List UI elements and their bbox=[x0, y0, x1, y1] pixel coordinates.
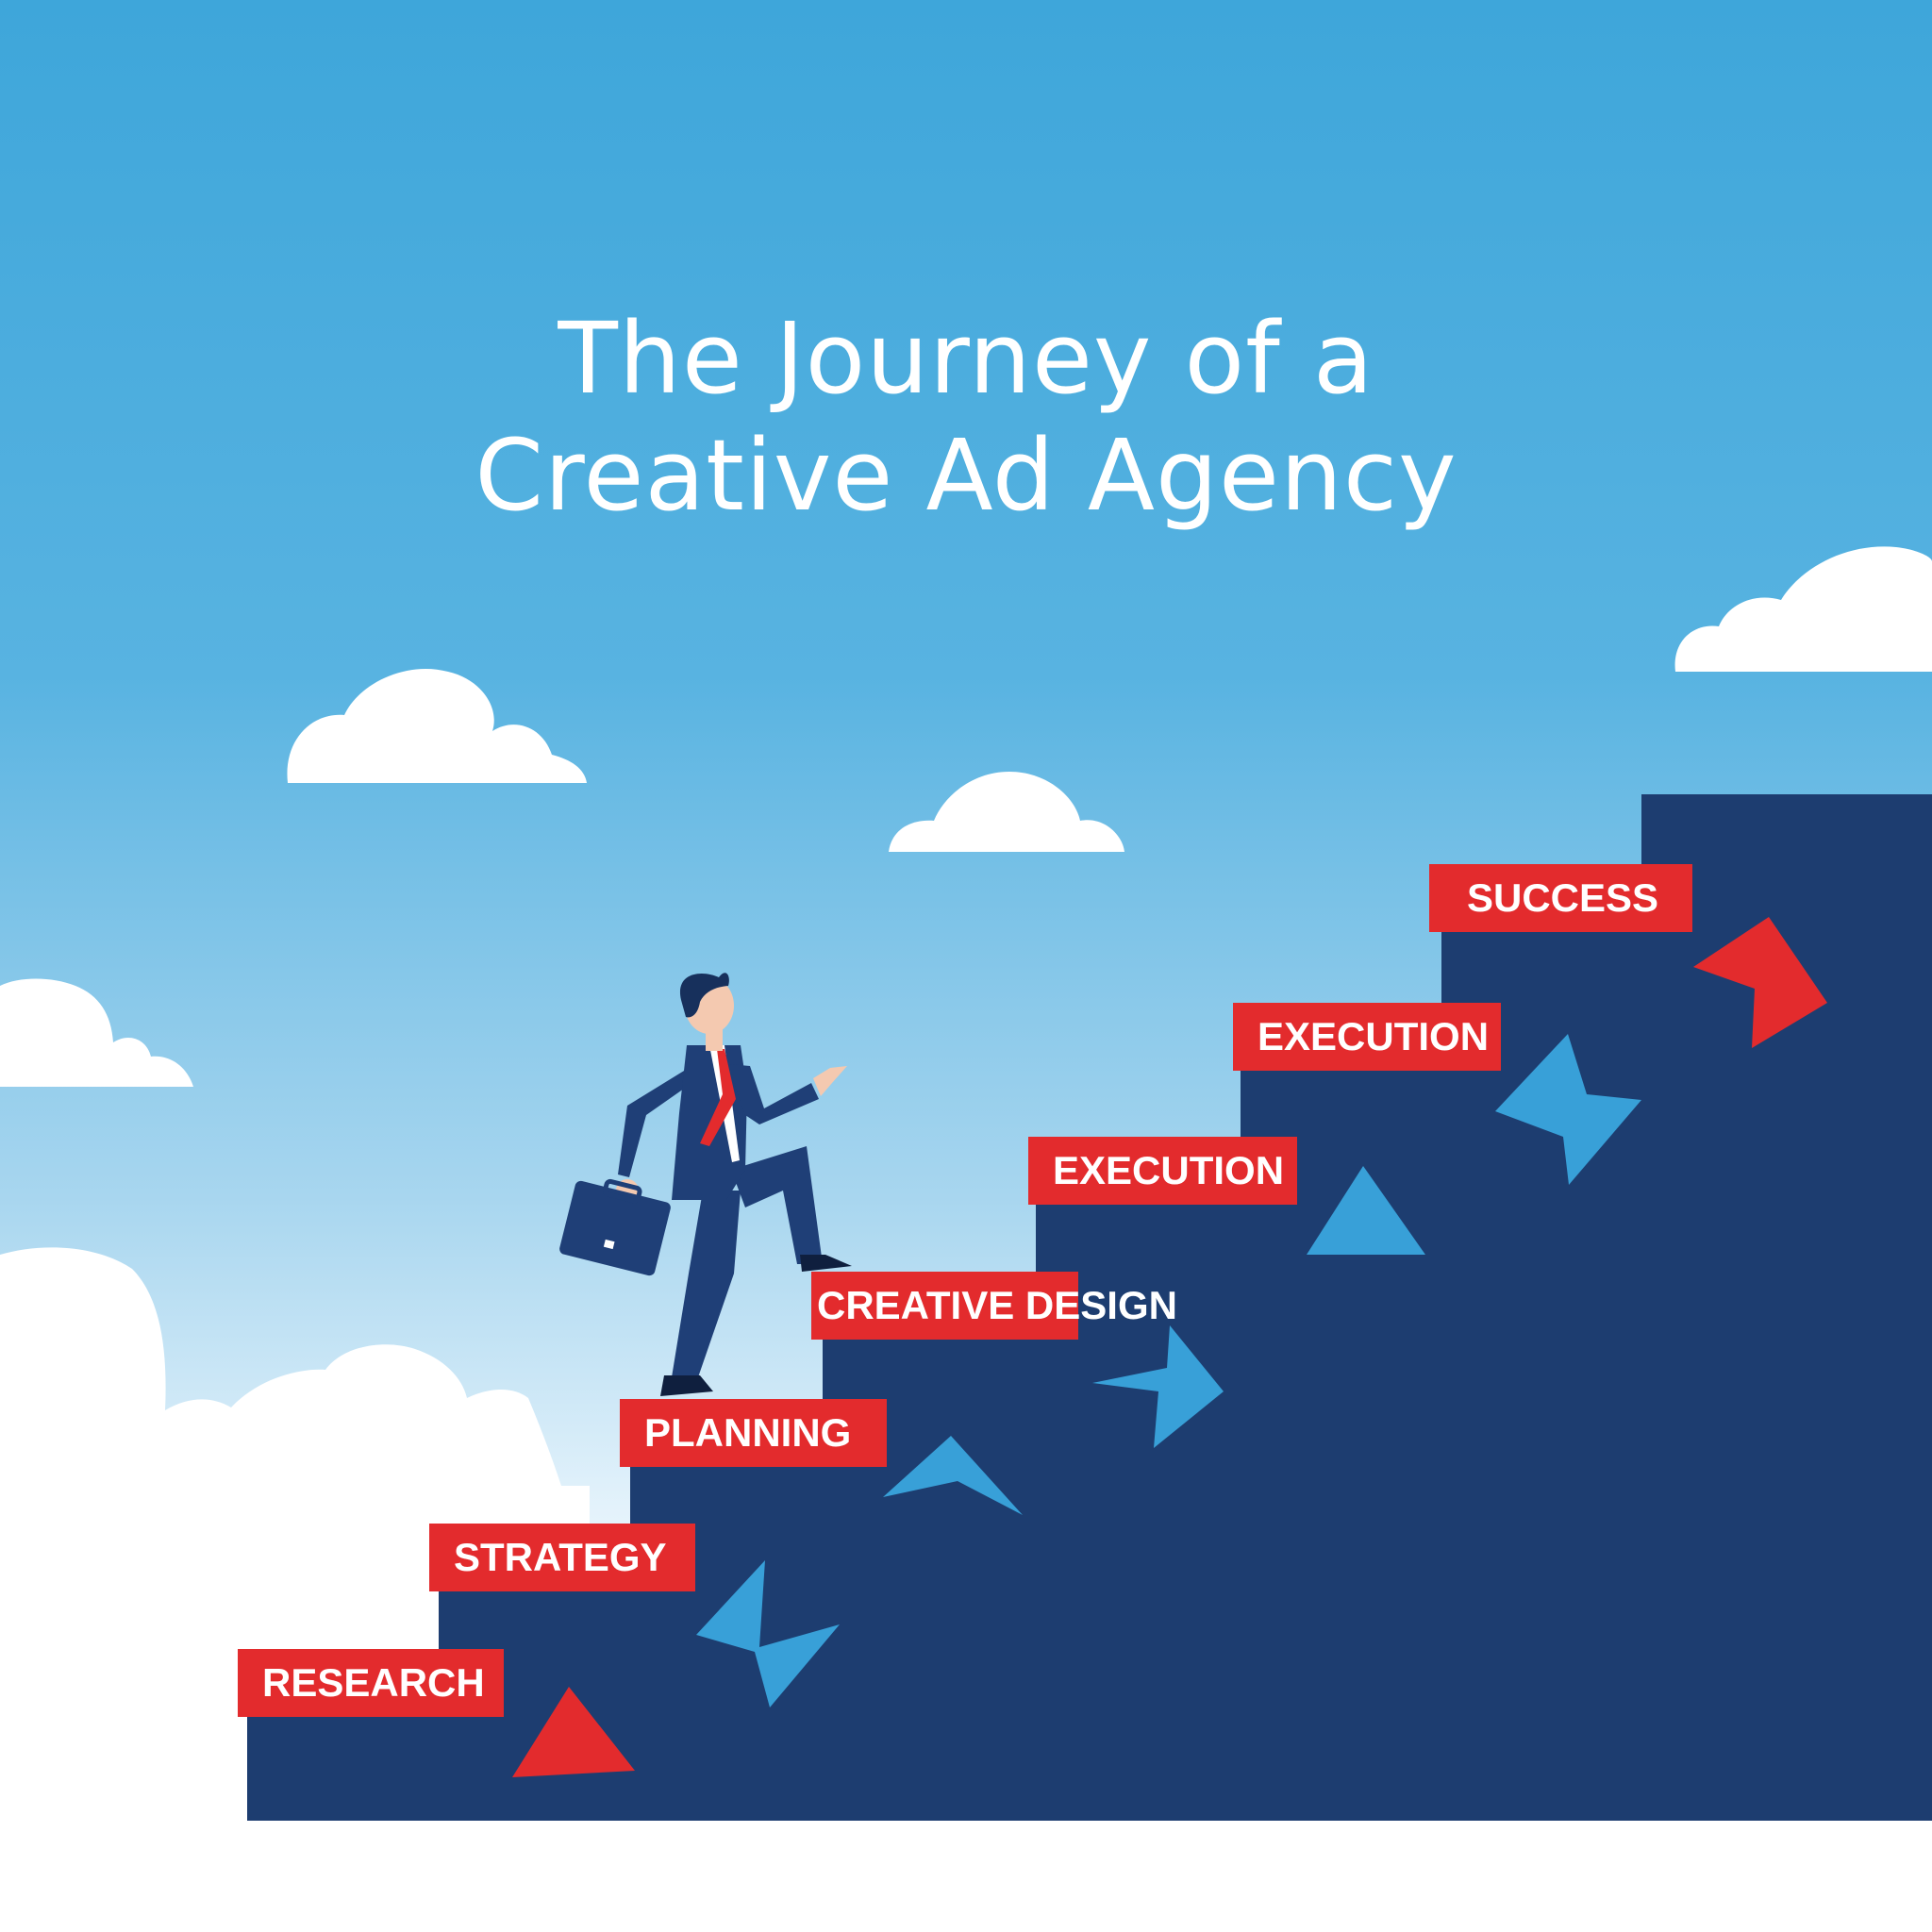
arrow-icon bbox=[1693, 917, 1827, 1048]
briefcase-icon bbox=[559, 1180, 671, 1276]
arrow-icon bbox=[1307, 1166, 1425, 1255]
arrow-icon bbox=[512, 1687, 635, 1777]
arrow-icon bbox=[696, 1560, 840, 1707]
arrow-icon bbox=[883, 1436, 1023, 1515]
arrow-icon bbox=[1495, 1034, 1641, 1185]
arrow-icon bbox=[1092, 1325, 1224, 1448]
step-label-execution-2: EXECUTION bbox=[1233, 1003, 1501, 1071]
title-line-2: Creative Ad Agency bbox=[475, 418, 1457, 533]
step-label-planning: PLANNING bbox=[620, 1399, 887, 1467]
step-label-research: RESEARCH bbox=[238, 1649, 504, 1717]
cloud-icon bbox=[889, 772, 1124, 852]
step-label-strategy: STRATEGY bbox=[429, 1524, 695, 1591]
businessman-climbing-icon bbox=[559, 973, 852, 1396]
step-label-execution-1: EXECUTION bbox=[1028, 1137, 1297, 1205]
cloud-icon bbox=[1674, 546, 1932, 672]
page-title: The Journey of a Creative Ad Agency bbox=[0, 300, 1932, 534]
step-label-creative-design: CREATIVE DESIGN bbox=[811, 1272, 1177, 1340]
cloud-icon bbox=[0, 978, 193, 1087]
cloud-icon bbox=[287, 668, 587, 783]
title-line-1: The Journey of a bbox=[558, 301, 1374, 416]
step-label-success: SUCCESS bbox=[1429, 864, 1692, 932]
